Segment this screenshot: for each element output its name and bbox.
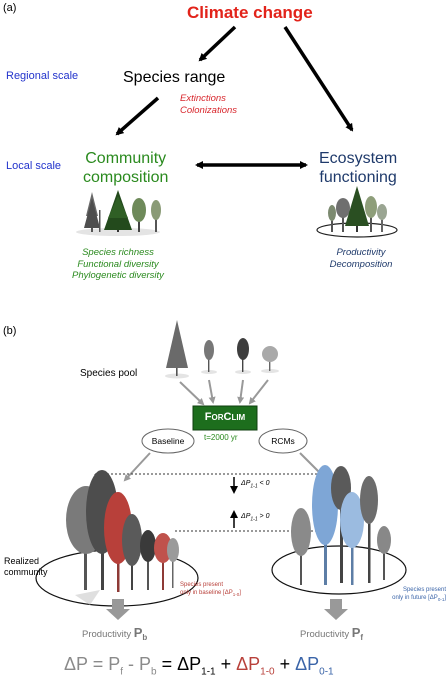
- ecosystem-line-1: Ecosystem: [319, 150, 398, 167]
- rcms-label: RCMs: [271, 436, 295, 446]
- eq-term-1: ΔP: [177, 654, 202, 674]
- community-trees-illustration: [76, 190, 161, 236]
- arrow-to-baseline-community: [123, 452, 151, 482]
- eq-term-2: ΔP: [236, 654, 261, 674]
- rcms-oval: [258, 428, 308, 454]
- eq-plus-1: +: [215, 654, 237, 674]
- community-metrics: Species richness Functional diversity Ph…: [56, 247, 180, 282]
- eq-term-3-sub: 0-1: [319, 666, 334, 678]
- eq-plus-2: +: [274, 654, 296, 674]
- baseline-label: Baseline: [151, 436, 185, 446]
- range-changes: Extinctions Colonizations: [180, 93, 237, 117]
- ecosystem-functioning-label: Ecosystem functioning: [319, 149, 397, 187]
- delta-pos-subscript: 1-1: [250, 516, 258, 523]
- decomposition-metric-label: Decomposition: [329, 258, 393, 270]
- climate-change-title: Climate change: [187, 3, 313, 22]
- arrow-range-to-community: [115, 96, 160, 136]
- forclim-box: [192, 405, 258, 431]
- eq-term-1-sub: 1-1: [201, 666, 216, 678]
- delta-pos-relation: > 0: [257, 513, 270, 520]
- productivity-arrow-baseline: [106, 599, 130, 620]
- species-range-label: Species range: [123, 69, 226, 86]
- productivity-arrow-future: [324, 599, 348, 620]
- arrow-climate-to-ecosystem: [283, 26, 354, 132]
- species-richness-label: Species richness: [82, 247, 154, 258]
- baseline-oval: [141, 428, 195, 454]
- productivity-baseline-label: Productivity Pb: [82, 625, 147, 642]
- pb-symbol: P: [133, 625, 143, 640]
- eq-f-sub: f: [120, 666, 124, 678]
- ecosystem-metrics: Productivity Decomposition: [320, 247, 402, 270]
- productivity-baseline-text: Productivity: [82, 629, 132, 640]
- productivity-equation: ΔP = Pf - Pb = ΔP1-1 + ΔP1-0 + ΔP0-1: [64, 654, 334, 678]
- realized-community-label: Realized community: [4, 556, 48, 578]
- future-note-line-2: only in future [ΔP: [392, 594, 438, 601]
- pf-symbol: P: [351, 625, 361, 640]
- baseline-community-trees: [35, 470, 199, 607]
- community-line-2: composition: [83, 169, 169, 186]
- pool-to-model-arrows: [179, 379, 269, 406]
- eq-b-sub: b: [151, 666, 157, 678]
- realized-line-2: community: [4, 567, 48, 577]
- ecosystem-trees-illustration: [316, 186, 398, 238]
- delta-neg-symbol: ΔP: [241, 480, 251, 487]
- phylogenetic-diversity-label: Phylogenetic diversity: [72, 270, 164, 281]
- species-pool-trees: [165, 320, 279, 379]
- eq-equals: =: [156, 654, 178, 674]
- time-label: t=2000 yr: [204, 433, 238, 442]
- future-note-line-1: Species present: [402, 587, 446, 593]
- functional-diversity-label: Functional diversity: [77, 258, 159, 270]
- arrow-climate-to-range: [198, 25, 237, 62]
- eq-minus: - P: [123, 654, 152, 674]
- community-composition-label: Community composition: [83, 149, 168, 187]
- colonizations-label: Colonizations: [180, 105, 238, 116]
- realized-line-1: Realized: [4, 556, 40, 566]
- extinctions-label: Extinctions: [180, 93, 226, 104]
- baseline-note-line-1: Species present: [180, 582, 224, 588]
- baseline-note-subscript: 1-0: [232, 591, 240, 597]
- delta-negative-label: ΔP1-1 < 0: [241, 480, 269, 489]
- panel-b-label: (b): [3, 325, 17, 337]
- productivity-future-text: Productivity: [300, 629, 350, 640]
- pb-subscript: b: [142, 632, 148, 642]
- delta-pos-symbol: ΔP: [241, 513, 251, 520]
- delta-positive-label: ΔP1-1 > 0: [241, 513, 269, 522]
- productivity-metric-label: Productivity: [336, 247, 386, 258]
- regional-scale-label: Regional scale: [6, 70, 79, 82]
- delta-neg-subscript: 1-1: [250, 483, 258, 490]
- pf-subscript: f: [360, 632, 364, 642]
- ecosystem-line-2: functioning: [319, 169, 397, 186]
- future-note-subscript: 0-1: [437, 596, 445, 602]
- delta-neg-relation: < 0: [257, 480, 270, 487]
- future-only-note: Species present only in future [ΔP0-1]: [376, 587, 446, 603]
- future-community-trees: [271, 465, 407, 595]
- productivity-future-label: Productivity Pf: [300, 625, 363, 642]
- baseline-note-line-2: only in baseline [ΔP: [180, 589, 233, 596]
- eq-term-2-sub: 1-0: [260, 666, 275, 678]
- forclim-label: ForClim: [204, 411, 246, 423]
- panel-a-label: (a): [3, 2, 17, 14]
- species-pool-label: Species pool: [80, 368, 138, 379]
- community-line-1: Community: [85, 150, 167, 167]
- eq-lhs: ΔP = P: [64, 654, 121, 674]
- local-scale-label: Local scale: [6, 160, 62, 172]
- baseline-only-note: Species present only in baseline [ΔP1-0]: [180, 582, 241, 597]
- eq-term-3: ΔP: [295, 654, 320, 674]
